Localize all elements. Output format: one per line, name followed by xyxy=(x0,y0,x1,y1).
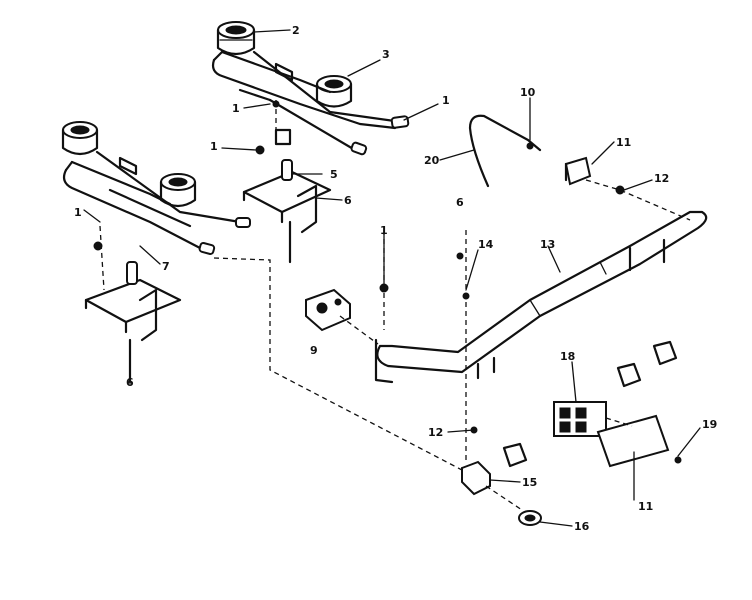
callout-6: 6 xyxy=(456,196,464,209)
burner-head-front-right xyxy=(159,173,197,208)
callout-1: 1 xyxy=(210,140,218,153)
callout-12: 12 xyxy=(428,426,443,439)
callout-19: 19 xyxy=(702,418,717,431)
callout-1: 1 xyxy=(74,206,82,219)
callout-5: 5 xyxy=(330,168,338,181)
callout-6: 6 xyxy=(344,194,352,207)
callout-11: 11 xyxy=(638,500,653,513)
callout-3: 3 xyxy=(382,48,390,61)
callout-11: 11 xyxy=(616,136,631,149)
callout-16: 16 xyxy=(574,520,590,533)
cover-plate-11 xyxy=(596,414,670,501)
orifice-fitting-11-top xyxy=(564,156,592,186)
bracket-front xyxy=(84,261,182,384)
callout-10: 10 xyxy=(520,86,536,99)
front-burner-assembly xyxy=(61,121,251,255)
callout-1: 1 xyxy=(442,94,450,107)
callout-6: 6 xyxy=(126,376,134,389)
callout-1: 1 xyxy=(380,224,388,237)
callout-1: 1 xyxy=(232,102,240,115)
callout-labels: 2 3 1 1 1 1 1 5 6 6 6 7 9 10 11 11 12 12… xyxy=(74,24,717,533)
callout-2: 2 xyxy=(292,24,300,37)
callout-13: 13 xyxy=(540,238,555,251)
callout-9: 9 xyxy=(310,344,318,357)
leader-lines xyxy=(83,29,701,527)
valve-body-16 xyxy=(461,460,491,496)
manifold-pipe xyxy=(374,210,708,384)
burner-head-rear-right xyxy=(315,75,353,108)
ignitor-electrodes xyxy=(502,340,678,468)
callout-20: 20 xyxy=(424,154,440,167)
callout-12: 12 xyxy=(654,172,669,185)
nut-19 xyxy=(518,510,542,526)
connector-tube-20 xyxy=(468,114,542,188)
bracket-rear xyxy=(242,128,332,264)
assembly-lines xyxy=(99,100,691,511)
callout-18: 18 xyxy=(560,350,575,363)
spark-switch-18 xyxy=(553,401,607,437)
callout-7: 7 xyxy=(162,260,170,273)
rear-burner-assembly xyxy=(211,21,410,156)
burner-head-rear-left xyxy=(216,21,256,56)
valve-9 xyxy=(305,288,351,332)
callout-15: 15 xyxy=(522,476,537,489)
callout-14: 14 xyxy=(478,238,494,251)
burner-head-front-left xyxy=(61,121,99,156)
